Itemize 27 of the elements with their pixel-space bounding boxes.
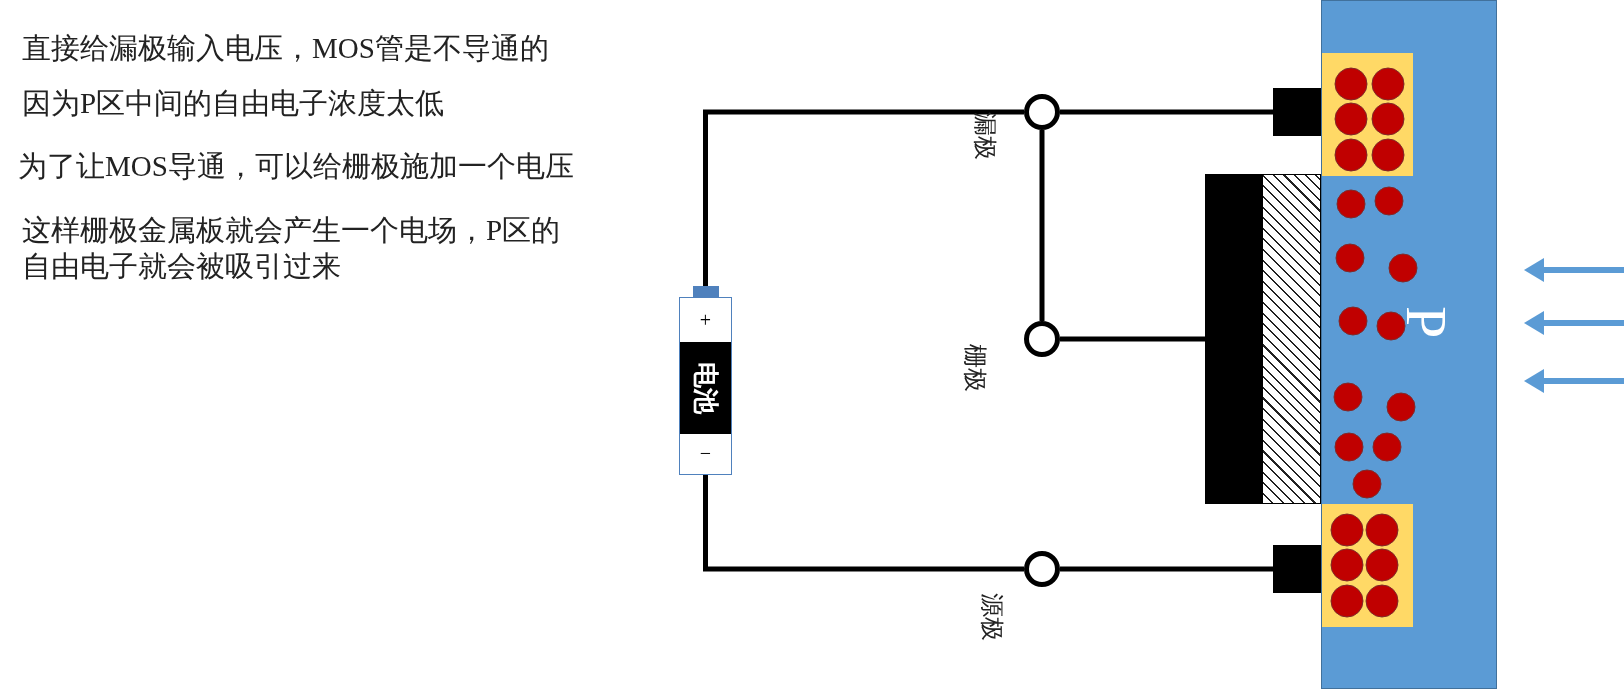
n-region xyxy=(1322,504,1413,627)
wire xyxy=(1060,566,1273,572)
wire xyxy=(1060,109,1273,115)
minus-sign: − xyxy=(698,441,713,466)
oxide-layer xyxy=(1262,174,1321,504)
wire xyxy=(703,475,1024,572)
note-text: 直接给漏极输入电压，MOS管是不导通的 xyxy=(22,31,549,66)
terminal-label: 漏极 xyxy=(972,112,998,160)
metal-contact xyxy=(1273,88,1321,136)
terminal-circle xyxy=(1024,321,1060,357)
terminal-circle xyxy=(1024,94,1060,130)
terminal-label: 栅极 xyxy=(962,344,988,392)
p-substrate-block xyxy=(1321,0,1497,689)
note-text: 因为P区中间的自由电子浓度太低 xyxy=(22,86,445,121)
terminal-circle xyxy=(1024,551,1060,587)
metal-contact xyxy=(1273,545,1321,593)
wire xyxy=(703,109,1024,286)
region-label: P xyxy=(1396,306,1456,339)
note-text: 这样栅极金属板就会产生一个电场，P区的自由电子就会被吸引过来 xyxy=(22,213,562,284)
note-text: 为了让MOS导通，可以给栅极施加一个电压 xyxy=(18,149,574,184)
gate-plate xyxy=(1205,174,1262,504)
terminal-label: 源极 xyxy=(979,593,1005,641)
wire xyxy=(1039,130,1045,321)
wire xyxy=(1060,336,1205,342)
n-region xyxy=(1322,53,1413,176)
battery-label: 电池 xyxy=(680,342,731,434)
plus-sign: + xyxy=(698,307,713,333)
